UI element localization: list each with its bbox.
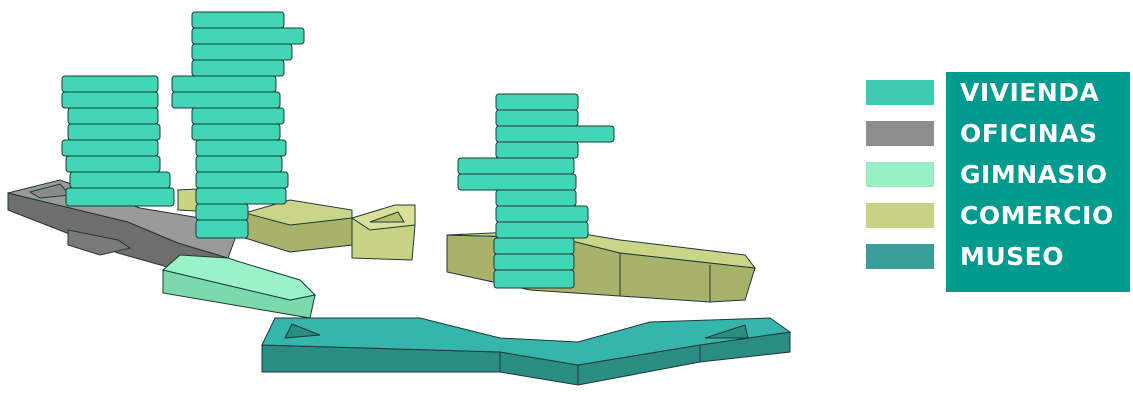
museo-volume: [262, 318, 790, 385]
legend-label-comercio: COMERCIO: [960, 201, 1114, 231]
massing-diagram: [0, 0, 860, 398]
swatch-museo: [866, 244, 934, 269]
legend-label-museo: MUSEO: [960, 242, 1064, 272]
legend-label-vivienda: VIVIENDA: [960, 78, 1099, 108]
vivienda-tower-1: [62, 76, 174, 206]
swatch-gimnasio: [866, 162, 934, 187]
legend-label-gimnasio: GIMNASIO: [960, 160, 1108, 190]
swatch-oficinas: [866, 121, 934, 146]
swatch-comercio: [866, 203, 934, 228]
legend-panel: VIVIENDA OFICINAS GIMNASIO COMERCIO MUSE…: [946, 72, 1130, 292]
legend-label-oficinas: OFICINAS: [960, 119, 1098, 149]
comercio-volume-right: [447, 230, 755, 302]
gimnasio-volume: [163, 255, 315, 318]
comercio-volume-box: [352, 205, 415, 260]
swatch-vivienda: [866, 80, 934, 105]
